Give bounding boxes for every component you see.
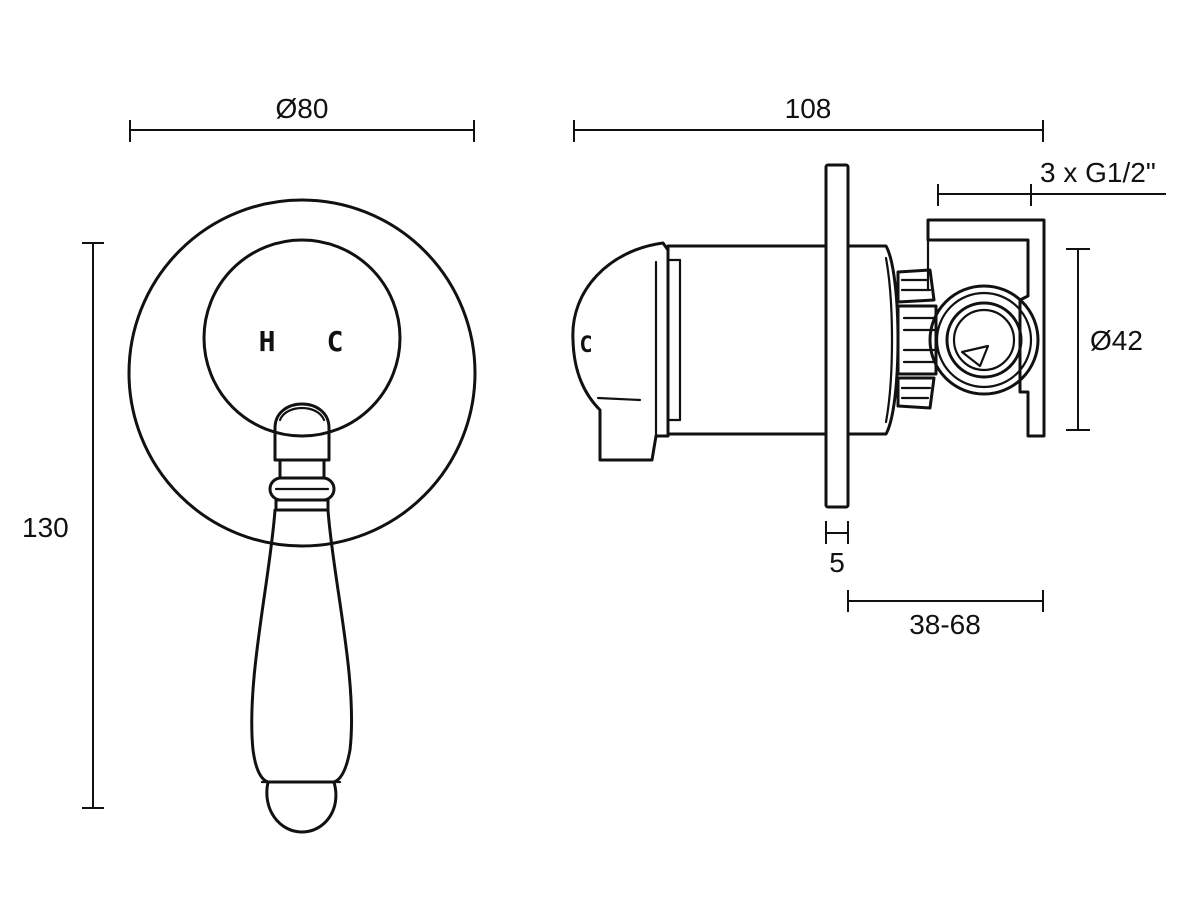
side-threaded-fittings — [896, 268, 938, 410]
wall-range-label: 38-68 — [909, 609, 981, 640]
side-spindle-housing — [666, 244, 828, 436]
side-view: C — [571, 163, 1046, 509]
dimension-plate-diameter: Ø80 — [129, 93, 475, 142]
dimension-total-depth: 108 — [573, 93, 1044, 142]
front-lever-handle — [250, 508, 354, 784]
total-depth-label: 108 — [785, 93, 832, 124]
front-view: H C — [127, 198, 477, 834]
plate-diameter-label: Ø80 — [276, 93, 329, 124]
front-inner-boss — [202, 238, 402, 438]
cold-marking: C — [327, 325, 344, 358]
front-cover-plate — [127, 198, 477, 548]
side-lever-dome — [571, 241, 670, 462]
side-valve-body — [846, 244, 900, 436]
height-label: 130 — [22, 512, 69, 543]
side-mounting-bracket — [926, 218, 1046, 438]
dimension-wall-range: 38-68 — [847, 590, 1044, 640]
body-diameter-label: Ø42 — [1090, 325, 1143, 356]
plate-thickness-label: 5 — [829, 547, 845, 578]
side-cold-marking: C — [579, 333, 592, 358]
side-inlet-body — [928, 284, 1040, 396]
dimension-inlets: 3 x G1/2" — [937, 157, 1166, 206]
side-wall-plate — [824, 163, 850, 509]
dimension-height: 130 — [22, 242, 104, 809]
front-lever-hub — [268, 402, 336, 512]
hot-marking: H — [259, 325, 276, 358]
inlets-label: 3 x G1/2" — [1040, 157, 1156, 188]
front-lever-tip — [265, 780, 338, 834]
dimension-plate-thickness: 5 — [825, 521, 849, 578]
dimension-body-diameter: Ø42 — [1066, 248, 1143, 431]
